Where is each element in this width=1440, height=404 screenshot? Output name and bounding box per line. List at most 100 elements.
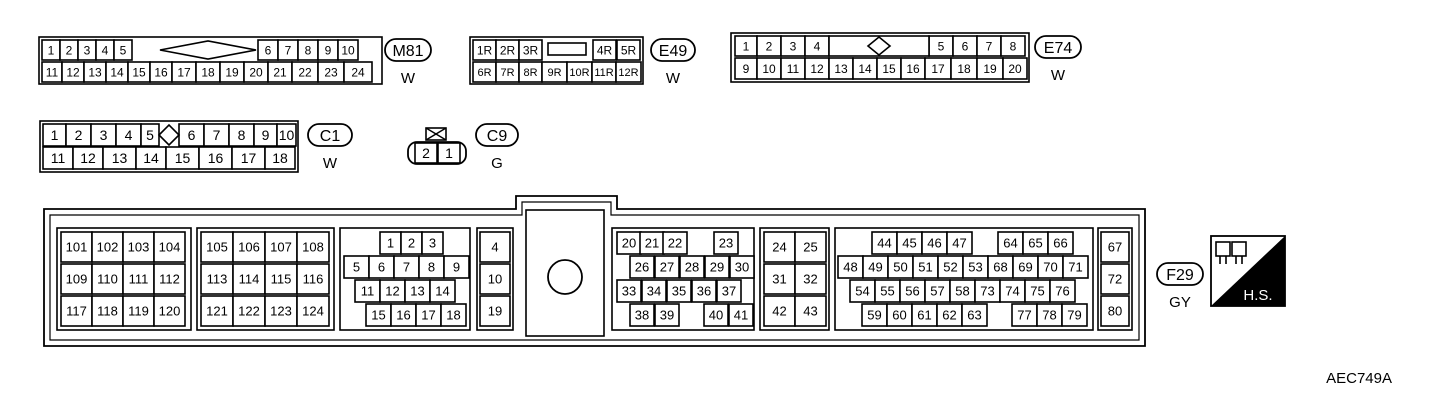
locking-tab-mark — [425, 127, 447, 141]
pin-number: 31 — [772, 272, 786, 287]
terminal-cavity: 8 — [297, 39, 319, 61]
pin-number: 19 — [983, 62, 997, 76]
cavity-outline — [794, 295, 827, 327]
terminal-cavity: 62 — [936, 303, 963, 327]
terminal-cavity: 3 — [90, 123, 117, 147]
harness-plug-left — [1215, 241, 1231, 257]
pin-number: 34 — [647, 284, 661, 299]
terminal-cavity: 1R — [472, 39, 497, 61]
terminal-cavity: 47 — [946, 231, 973, 255]
terminal-cavity: 16 — [149, 61, 173, 83]
terminal-cavity: 46 — [921, 231, 948, 255]
pin-number: 112 — [159, 272, 180, 287]
pin-number: 3 — [790, 39, 797, 53]
terminal-cavity: 123 — [264, 295, 298, 327]
latch-slot — [547, 42, 587, 56]
cavity-outline — [113, 39, 133, 61]
pin-number: 10 — [279, 127, 295, 143]
terminal-cavity: 7 — [277, 39, 299, 61]
terminal-cavity: 6R — [472, 61, 497, 83]
pin-number: 20 — [1008, 62, 1022, 76]
pin-number: 102 — [97, 240, 119, 255]
terminal-block — [1097, 227, 1133, 331]
pin-number: 59 — [867, 308, 881, 323]
connector-id-tag — [384, 38, 432, 62]
terminal-cavity: 1 — [42, 123, 67, 147]
terminal-cavity: 13 — [102, 146, 137, 170]
cavity-outline — [296, 231, 330, 263]
pin-number: 2 — [422, 145, 430, 161]
pin-number: 73 — [980, 284, 994, 299]
harness-plug-right — [1231, 241, 1247, 257]
cavity-outline — [1002, 57, 1028, 80]
terminal-cavity: 11 — [42, 146, 74, 170]
terminal-cavity: 104 — [153, 231, 186, 263]
cavity-outline — [264, 231, 298, 263]
terminal-cavity: 39 — [654, 303, 680, 327]
terminal-cavity: 19 — [219, 61, 245, 83]
pin-number: 10 — [341, 43, 355, 57]
terminal-cavity: 4 — [115, 123, 142, 147]
pin-number: 101 — [66, 240, 88, 255]
terminal-cavity: 105 — [200, 231, 234, 263]
pin-number: 48 — [843, 260, 857, 275]
terminal-cavity: 6 — [178, 123, 205, 147]
cavity-outline — [232, 263, 266, 295]
pin-number: 8R — [523, 67, 537, 79]
terminal-cavity: 42 — [763, 295, 796, 327]
cavity-outline — [662, 231, 688, 255]
pin-number: 78 — [1042, 308, 1056, 323]
terminal-cavity: 32 — [794, 263, 827, 295]
terminal-cavity: 17 — [231, 146, 266, 170]
terminal-cavity: 64 — [997, 231, 1024, 255]
cavity-outline — [1100, 231, 1130, 263]
terminal-cavity: 16 — [390, 303, 417, 327]
pin-number: 2 — [66, 43, 73, 57]
terminal-cavity: 119 — [122, 295, 155, 327]
pin-number: 3 — [429, 236, 436, 251]
terminal-cavity: 68 — [987, 255, 1014, 279]
pin-number: 5 — [146, 127, 154, 143]
pin-number: 1 — [445, 145, 453, 161]
connector-housing — [469, 36, 644, 85]
terminal-cavity: 34 — [641, 279, 667, 303]
terminal-cavity: 121 — [200, 295, 234, 327]
pin-number: 121 — [206, 304, 228, 319]
pin-number: 40 — [709, 308, 723, 323]
connector-color: W — [401, 70, 416, 87]
pin-number: 6 — [962, 39, 969, 53]
terminal-cavity: 11 — [41, 61, 63, 83]
pin-number: 23 — [324, 65, 338, 79]
cavity-outline — [518, 39, 543, 61]
pin-number: 44 — [877, 236, 891, 251]
terminal-cavity: 79 — [1061, 303, 1088, 327]
pin-number: 109 — [66, 272, 88, 287]
cavity-outline — [763, 295, 796, 327]
pin-number: 57 — [930, 284, 944, 299]
terminal-cavity: 60 — [886, 303, 913, 327]
pin-number: 2R — [500, 43, 516, 57]
pin-number: 61 — [917, 308, 931, 323]
terminal-cavity: 1 — [379, 231, 402, 255]
pin-number: 39 — [660, 308, 674, 323]
connector-id: C9 — [487, 128, 508, 145]
terminal-cavity: 2 — [59, 39, 79, 61]
pin-number: 110 — [97, 272, 118, 287]
cavity-outline — [615, 61, 642, 83]
hs-badge-fill — [1211, 236, 1285, 306]
terminal-cavity: 3R — [518, 39, 543, 61]
terminal-block — [759, 227, 830, 331]
cavity-outline — [654, 303, 680, 327]
terminal-cavity: 35 — [666, 279, 692, 303]
cavity-outline — [296, 295, 330, 327]
cavity-outline — [479, 263, 511, 295]
terminal-cavity: 7 — [393, 255, 420, 279]
pin-number: 36 — [697, 284, 711, 299]
terminal-cavity: 80 — [1100, 295, 1130, 327]
terminal-cavity: 117 — [60, 295, 93, 327]
pin-number: 114 — [239, 272, 260, 287]
terminal-cavity: 4 — [804, 35, 830, 57]
cavity-outline — [414, 142, 438, 164]
connector-housing — [39, 120, 299, 173]
